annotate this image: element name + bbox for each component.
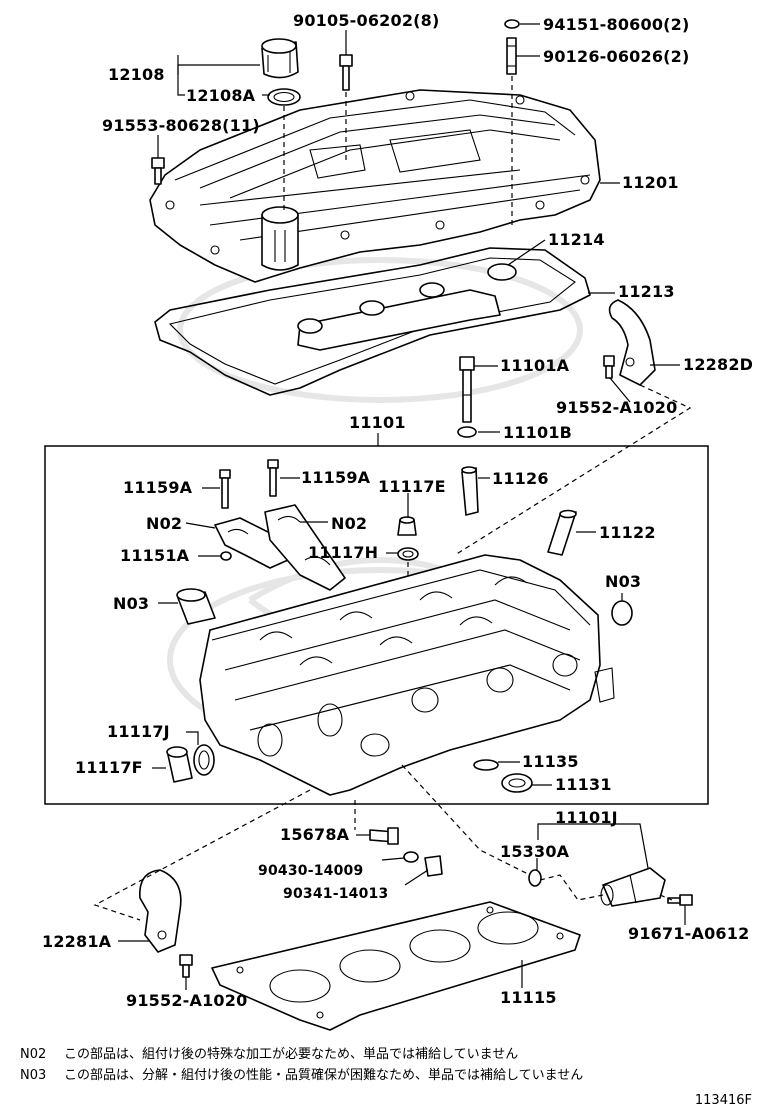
- camshaft-bearing-cap-right: [264, 504, 346, 591]
- stud-90126-06026: [506, 37, 517, 75]
- plug-N03-right: [611, 600, 633, 626]
- bolt-91552-A1020-top: [603, 355, 615, 379]
- pin-11151A: [220, 551, 232, 561]
- part-label-90341-14013: 90341-14013: [283, 886, 389, 902]
- gasket-90430-14009: [403, 851, 419, 863]
- part-label-11101: 11101: [349, 413, 406, 432]
- oil-seal-11131: [501, 773, 533, 793]
- part-label-11214: 11214: [548, 230, 605, 249]
- gasket-11117J: [193, 744, 215, 776]
- camshaft-bearing-cap-left: [214, 517, 289, 569]
- part-label-15330A: 15330A: [500, 842, 570, 861]
- footnote-n03: N03 この部品は、分解・組付け後の性能・品質確保が困難なため、単品では補給してい…: [20, 1068, 583, 1084]
- footnote-n02: N02 この部品は、組付け後の特殊な加工が必要なため、単品では補給していません: [20, 1047, 518, 1063]
- plug-gasket-11214: [297, 263, 517, 351]
- part-label-N02-left: N02: [146, 514, 183, 533]
- bolt-90105-06202: [339, 54, 353, 91]
- part-label-11101J: 11101J: [555, 808, 618, 827]
- part-label-11117F: 11117F: [75, 758, 143, 777]
- washer-11101B: [457, 426, 477, 438]
- footnote-text: この部品は、分解・組付け後の性能・品質確保が困難なため、単品では補給していません: [64, 1068, 584, 1083]
- part-label-11122: 11122: [599, 523, 656, 542]
- part-label-11201: 11201: [622, 173, 679, 192]
- part-label-12108A: 12108A: [186, 86, 256, 105]
- footnote-code: N02: [20, 1047, 47, 1062]
- illustration-reference-number: 113416F: [694, 1093, 752, 1108]
- part-label-11117E: 11117E: [378, 477, 446, 496]
- plug-90341-14013: [424, 855, 443, 877]
- bolt-91671-A0612: [667, 894, 693, 906]
- cylinder-head-gasket-11115: [211, 901, 581, 1031]
- oil-control-valve-15330A: [600, 867, 666, 907]
- part-label-94151-80600: 94151-80600(2): [543, 15, 690, 34]
- part-label-11159A-right: 11159A: [301, 468, 371, 487]
- gasket-11135: [473, 759, 499, 771]
- cylinder-head-11101: [199, 554, 615, 796]
- part-label-12281A: 12281A: [42, 932, 112, 951]
- part-label-11101A: 11101A: [500, 356, 570, 375]
- part-label-11115: 11115: [500, 988, 557, 1007]
- gasket-11117H: [397, 547, 419, 561]
- footnote-text: この部品は、組付け後の特殊な加工が必要なため、単品では補給していません: [64, 1047, 519, 1062]
- gasket-94151-80600: [504, 19, 520, 29]
- part-label-90126-06026: 90126-06026(2): [543, 47, 690, 66]
- part-label-90430-14009: 90430-14009: [258, 863, 364, 879]
- oil-filler-cap-12108: [261, 38, 299, 79]
- part-label-11117J: 11117J: [107, 722, 170, 741]
- cylinder-head-sub-assembly-frame: [44, 445, 709, 805]
- part-label-11159A-left: 11159A: [123, 478, 193, 497]
- part-label-11213: 11213: [618, 282, 675, 301]
- engine-hanger-12281A: [139, 869, 182, 953]
- guide-11126: [461, 466, 479, 516]
- part-label-11135: 11135: [522, 752, 579, 771]
- bolt-11159A-left: [219, 469, 231, 509]
- part-label-11151A: 11151A: [120, 546, 190, 565]
- valve-cover-11201: [149, 89, 601, 283]
- leader-lines: [118, 23, 686, 990]
- part-label-91552-A1020-top: 91552-A1020: [556, 398, 678, 417]
- bolt-11159A-right: [267, 459, 279, 497]
- engine-hanger-12282D: [608, 299, 656, 386]
- plug-11117F: [166, 746, 193, 783]
- part-label-N03-left: N03: [113, 594, 150, 613]
- part-label-12108: 12108: [108, 65, 165, 84]
- part-label-12282D: 12282D: [683, 355, 754, 374]
- part-label-15678A: 15678A: [280, 825, 350, 844]
- plug-11117E: [397, 516, 417, 536]
- bolt-91553-80628: [151, 157, 165, 185]
- part-label-11126: 11126: [492, 469, 549, 488]
- part-label-91553-80628: 91553-80628(11): [102, 116, 260, 135]
- gasket-12108A: [267, 88, 301, 106]
- guide-11122: [547, 509, 577, 556]
- part-label-91552-A1020-bottom: 91552-A1020: [126, 991, 248, 1010]
- cover-gasket-11213: [154, 247, 591, 396]
- bolt-15678A: [369, 827, 399, 845]
- bolt-91552-A1020-bottom: [179, 954, 193, 978]
- part-label-N02-right: N02: [331, 514, 368, 533]
- bolt-11101A: [459, 356, 475, 423]
- gasket-15330A-oring: [528, 869, 542, 887]
- part-label-N03-right: N03: [605, 572, 642, 591]
- part-label-91671-A0612: 91671-A0612: [628, 924, 750, 943]
- part-label-11131: 11131: [555, 775, 612, 794]
- part-label-11117H: 11117H: [308, 543, 379, 562]
- part-label-90105-06202: 90105-06202(8): [293, 11, 440, 30]
- part-label-11101B: 11101B: [503, 423, 573, 442]
- plug-N03-left: [176, 588, 216, 625]
- footnote-code: N03: [20, 1068, 47, 1083]
